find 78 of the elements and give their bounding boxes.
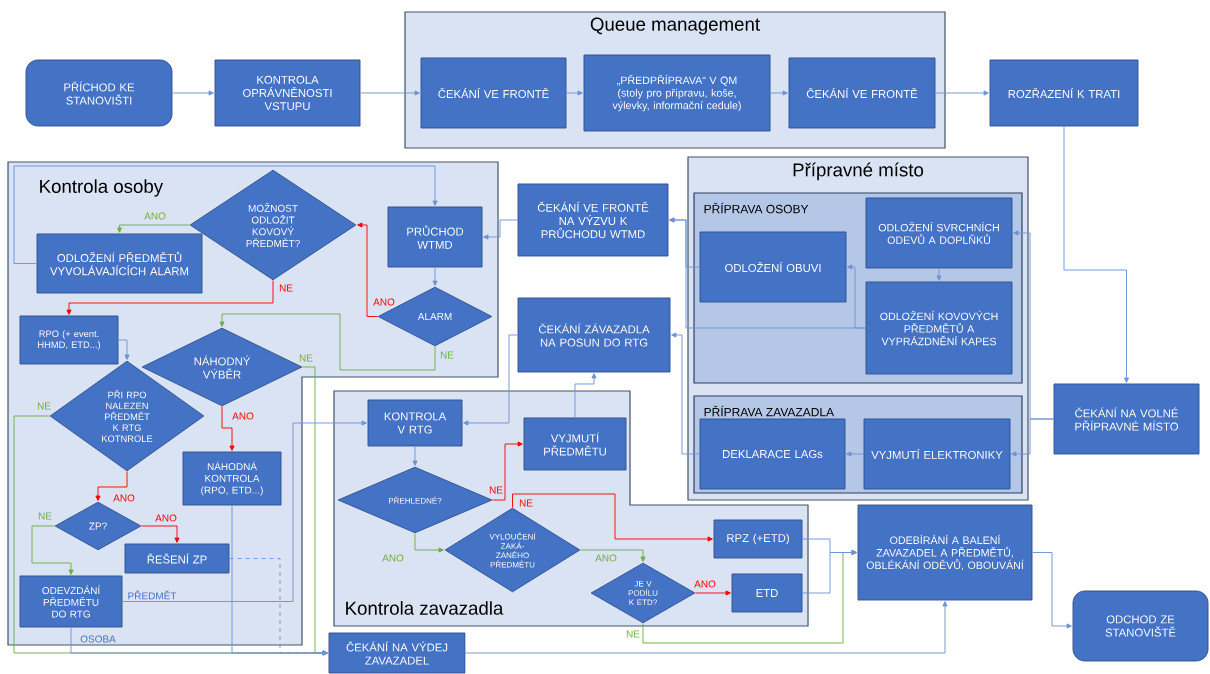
process-box: KONTROLA OPRÁVNĚNOSTI VSTUPU xyxy=(214,59,361,127)
edge-label: ANO xyxy=(232,412,254,420)
arrow xyxy=(1063,126,1130,383)
process-box: DEKLARACE LAGs xyxy=(699,418,846,490)
edge-label: ANO xyxy=(155,514,177,522)
edge-label: ANO xyxy=(144,212,166,220)
arrow xyxy=(122,420,367,602)
arrow xyxy=(118,339,130,360)
arrow xyxy=(574,373,597,418)
arrow xyxy=(357,222,378,317)
arrow xyxy=(229,558,328,656)
process-box: ČEKÁNÍ VE FRONTĚ xyxy=(788,57,936,129)
process-box: ČEKÁNÍ VE FRONTĚ xyxy=(420,57,567,129)
edge-label: NE xyxy=(519,499,533,507)
arrow xyxy=(1011,418,1054,457)
process-box: ODEVZDÁNÍ PŘEDMĚTU DO RTG xyxy=(19,575,123,628)
terminal-box: PŘÍCHOD KE STANOVIŠTI xyxy=(25,59,173,127)
process-box: ETD xyxy=(731,573,803,613)
arrow xyxy=(66,280,274,315)
edge-label: ANO xyxy=(113,494,135,502)
process-box: KONTROLA V RTG xyxy=(367,399,463,447)
process-box: VYJMUTÍ ELEKTRONIKY xyxy=(863,418,1011,490)
terminal-box: ODCHOD ZE STANOVIŠTĚ xyxy=(1072,590,1209,662)
edge-label: NE xyxy=(626,630,640,638)
edge-label: OSOBA xyxy=(80,635,116,643)
process-box: RPZ (+ETD) xyxy=(713,519,803,559)
arrow xyxy=(463,334,518,426)
arrow xyxy=(1032,552,1072,629)
process-box: NÁHODNÁ KONTROLA (RPO, ETD...) xyxy=(182,451,282,506)
arrow xyxy=(492,441,523,501)
arrow xyxy=(31,525,74,575)
arrow xyxy=(483,219,518,240)
process-box: ROZŘAZENÍ K TRATI xyxy=(989,59,1139,127)
arrow xyxy=(802,549,857,594)
process-box: ODLOŽENÍ PŘEDMĚTŮ VYVOLÁVAJÍCÍCH ALARM xyxy=(36,233,203,294)
process-box: VYJMUTÍ PŘEDMĚTU xyxy=(523,417,627,471)
arrow xyxy=(432,267,438,286)
process-box: ČEKÁNÍ ZÁVAZADLA NA POSUN DO RTG xyxy=(517,297,671,373)
arrow xyxy=(671,332,700,455)
arrow xyxy=(770,90,788,96)
process-box: ODLOŽENÍ SVRCHNÍCH ODEVŮ A DOPLŇKŮ xyxy=(865,197,1013,269)
arrow xyxy=(414,533,444,553)
edge-label: ANO xyxy=(694,580,716,588)
arrow xyxy=(695,590,731,596)
arrow xyxy=(465,601,948,654)
arrow xyxy=(580,549,646,562)
arrow xyxy=(936,268,942,281)
edge-label: ANO xyxy=(382,554,404,562)
edge-label: NE xyxy=(37,402,51,410)
process-box: ČEKÁNÍ VE FRONTĚ NA VÝZVU K PRŮCHODU WTMD xyxy=(517,183,669,257)
arrow xyxy=(219,313,436,371)
process-box: PRŮCHOD WTMD xyxy=(387,206,483,268)
arrow xyxy=(935,90,989,96)
edge-label: ANO xyxy=(595,554,617,562)
arrow xyxy=(669,217,866,329)
edge-label: NE xyxy=(440,351,454,359)
arrow xyxy=(512,493,713,542)
arrow xyxy=(172,90,214,96)
arrow xyxy=(566,90,583,96)
process-box: „PŘEDPŘÍPRAVA“ V QM (stoly pro přípravu, koše, výlevky, informační cedule) xyxy=(583,54,771,132)
arrow xyxy=(360,90,420,96)
arrow xyxy=(412,446,418,466)
process-box: RPO (+ event. HHMD, ETD...) xyxy=(19,315,119,365)
edge-label: NE xyxy=(38,512,52,520)
process-box: ŘEŠENÍ ZP xyxy=(124,543,230,574)
process-box: ODLOŽENÍ KOVOVÝCH PŘEDMĚTŮ A VYPRÁZDNĚNÍ KAPES xyxy=(865,281,1013,375)
arrow xyxy=(116,224,190,233)
process-box: ČEKÁNÍ NA VOLNÉ PŘÍPRAVNÉ MÍSTO xyxy=(1053,383,1200,455)
edge-label: NE xyxy=(279,284,293,292)
arrow xyxy=(846,451,864,457)
arrow xyxy=(13,165,438,264)
process-box: ČEKÁNÍ NA VÝDEJ ZAVAZADEL xyxy=(328,632,466,674)
process-box: ODEBÍRÁNÍ A BALENÍ ZAVAZADEL A PŘEDMĚTŮ, OBLÉKÁNÍ ODĚVŮ, OBOUVÁNÍ xyxy=(857,504,1033,601)
arrow xyxy=(95,471,128,501)
process-box: ODLOŽENÍ OBUVI xyxy=(699,231,847,303)
edge-label: PŘEDMĚT xyxy=(128,590,177,600)
arrow xyxy=(141,525,180,543)
arrow xyxy=(221,406,235,451)
